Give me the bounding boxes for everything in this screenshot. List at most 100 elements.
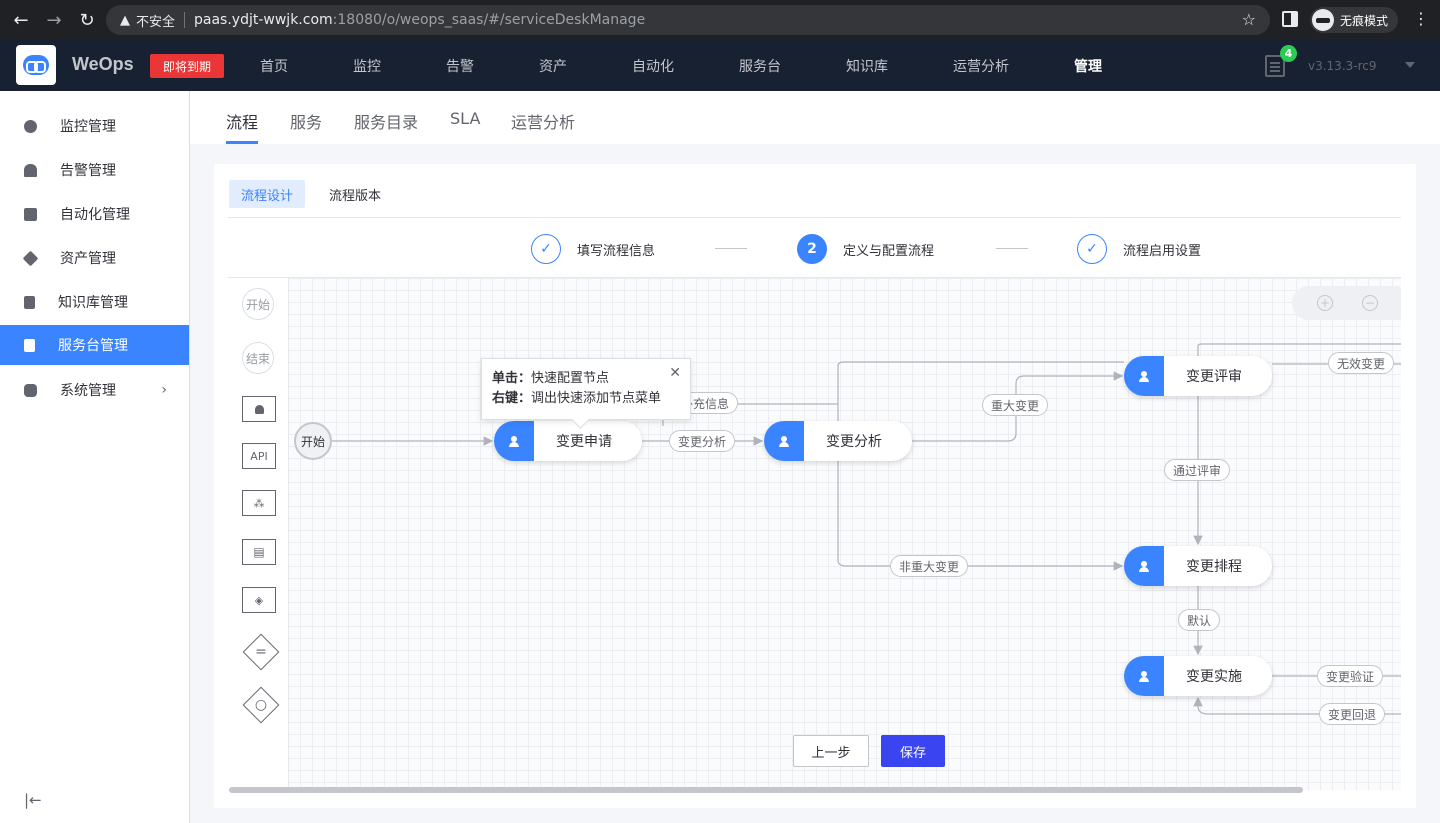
collapse-sidebar-icon[interactable]: |← bbox=[24, 791, 42, 809]
tab-sla[interactable]: SLA bbox=[450, 109, 481, 128]
forward-icon[interactable]: → bbox=[46, 9, 62, 31]
tab-operation-analysis[interactable]: 运营分析 bbox=[511, 113, 576, 132]
sidebar-item-knowledge[interactable]: 知识库管理 bbox=[0, 282, 189, 322]
edge-label-rollback[interactable]: 变更回退 bbox=[1319, 703, 1386, 725]
edge-label-default[interactable]: 默认 bbox=[1178, 609, 1221, 631]
edge-label-major-change[interactable]: 重大变更 bbox=[982, 394, 1049, 416]
palette-condition-gateway[interactable]: ○ bbox=[242, 686, 280, 724]
nav-item-automation[interactable]: 自动化 bbox=[632, 59, 674, 75]
nav-item-home[interactable]: 首页 bbox=[260, 59, 288, 75]
flow-node-change-implement[interactable]: 变更实施 bbox=[1124, 656, 1272, 696]
node-label: 变更排程 bbox=[1186, 559, 1242, 575]
hexagon-icon bbox=[24, 383, 37, 397]
palette-start-node[interactable]: 开始 bbox=[242, 288, 274, 320]
nav-item-service-desk[interactable]: 服务台 bbox=[739, 59, 781, 75]
subtab-flow-design[interactable]: 流程设计 bbox=[229, 180, 306, 208]
palette-form-task[interactable]: ▤ bbox=[242, 539, 276, 565]
bookmark-star-icon[interactable]: ☆ bbox=[1241, 10, 1256, 29]
incognito-label: 无痕模式 bbox=[1340, 13, 1389, 28]
tab-flow[interactable]: 流程 bbox=[226, 113, 259, 132]
sidebar-item-automation[interactable]: 自动化管理 bbox=[0, 194, 189, 234]
flow-node-change-schedule[interactable]: 变更排程 bbox=[1124, 546, 1272, 586]
edge-label-verify[interactable]: 变更验证 bbox=[1317, 665, 1384, 687]
active-tab-indicator bbox=[226, 141, 258, 144]
sidebar-item-label: 服务台管理 bbox=[58, 338, 128, 354]
step-connector bbox=[996, 248, 1028, 249]
palette-end-node[interactable]: 结束 bbox=[242, 342, 274, 374]
reload-icon[interactable]: ↻ bbox=[79, 9, 95, 31]
user-icon bbox=[1124, 656, 1164, 696]
notification-icon[interactable] bbox=[1265, 55, 1285, 77]
sidebar-item-assets[interactable]: 资产管理 bbox=[0, 238, 189, 278]
tab-service[interactable]: 服务 bbox=[290, 113, 323, 132]
node-label: 变更申请 bbox=[556, 434, 612, 450]
palette-sign-task[interactable]: ◈ bbox=[242, 587, 276, 613]
flow-start-node[interactable]: 开始 bbox=[294, 422, 332, 460]
step-connector bbox=[715, 248, 747, 249]
nav-item-assets[interactable]: 资产 bbox=[539, 59, 567, 75]
zoom-out-icon[interactable]: − bbox=[1362, 295, 1378, 311]
subtab-flow-version[interactable]: 流程版本 bbox=[329, 188, 382, 204]
sidebar-item-service-desk[interactable]: 服务台管理 bbox=[0, 325, 189, 365]
palette-api-task[interactable]: API bbox=[242, 443, 276, 469]
node-tooltip: 单击：快速配置节点 右键：调出快速添加节点菜单 ✕ bbox=[481, 358, 691, 420]
edge-label-review-passed[interactable]: 通过评审 bbox=[1164, 459, 1231, 481]
palette-parallel-gateway[interactable]: = bbox=[242, 633, 280, 671]
prev-step-button[interactable]: 上一步 bbox=[793, 735, 869, 767]
brand-name: WeOps bbox=[72, 54, 134, 74]
clipboard-icon bbox=[24, 338, 35, 352]
briefcase-icon bbox=[24, 207, 37, 221]
layers-icon bbox=[22, 250, 39, 266]
node-palette: 开始 结束 API ⁂ ▤ ◈ = ○ bbox=[228, 278, 289, 790]
incognito-indicator[interactable]: 无痕模式 bbox=[1310, 7, 1399, 33]
palette-group-task[interactable]: ⁂ bbox=[242, 490, 276, 516]
browser-menu-icon[interactable]: ⋮ bbox=[1413, 9, 1429, 28]
node-label: 变更评审 bbox=[1186, 369, 1242, 385]
tooltip-line-click: 单击：快速配置节点 bbox=[492, 371, 610, 386]
sidebar: 监控管理 告警管理 自动化管理 资产管理 知识库管理 服务台管理 系统管理 › … bbox=[0, 91, 190, 823]
flow-canvas[interactable]: 开始 结束 API ⁂ ▤ ◈ = ○ + − 开始 变更申请 变更分析 变更评… bbox=[228, 277, 1401, 790]
close-icon[interactable]: ✕ bbox=[669, 365, 681, 381]
top-navigation: WeOps 即将到期 首页 监控 告警 资产 自动化 服务台 知识库 运营分析 … bbox=[0, 40, 1440, 91]
version-label[interactable]: v3.13.3-rc9 bbox=[1308, 59, 1377, 73]
tooltip-line-rightclick: 右键：调出快速添加节点菜单 bbox=[492, 391, 662, 406]
nav-item-knowledge[interactable]: 知识库 bbox=[846, 59, 888, 75]
app-logo[interactable] bbox=[16, 45, 56, 85]
sidebar-item-alarm[interactable]: 告警管理 bbox=[0, 150, 189, 190]
side-panel-icon[interactable] bbox=[1282, 11, 1298, 27]
step-label: 定义与配置流程 bbox=[843, 243, 935, 259]
save-button[interactable]: 保存 bbox=[881, 735, 945, 767]
nav-item-manage[interactable]: 管理 bbox=[1074, 59, 1102, 75]
chevron-down-icon[interactable] bbox=[1405, 62, 1415, 68]
cluster-icon: ⁂ bbox=[253, 496, 265, 510]
edge-label-invalid-change[interactable]: 无效变更 bbox=[1328, 352, 1395, 374]
user-icon bbox=[1124, 546, 1164, 586]
flow-node-change-request[interactable]: 变更申请 bbox=[494, 421, 642, 461]
sidebar-item-label: 资产管理 bbox=[60, 251, 116, 267]
step-fill-info: ✓ 填写流程信息 bbox=[531, 234, 655, 264]
nav-item-analysis[interactable]: 运营分析 bbox=[953, 59, 1009, 75]
edge-label-analysis[interactable]: 变更分析 bbox=[669, 430, 736, 452]
flow-edges bbox=[332, 343, 1401, 715]
divider bbox=[228, 217, 1401, 218]
sidebar-item-system[interactable]: 系统管理 › bbox=[0, 370, 189, 410]
nav-item-monitor[interactable]: 监控 bbox=[353, 59, 381, 75]
tab-service-catalog[interactable]: 服务目录 bbox=[354, 113, 419, 132]
palette-user-task[interactable] bbox=[242, 396, 276, 422]
sidebar-item-monitor[interactable]: 监控管理 bbox=[0, 106, 189, 146]
flow-designer-card: 流程设计 流程版本 ✓ 填写流程信息 2 定义与配置流程 ✓ 流程启用设置 bbox=[214, 164, 1416, 808]
flow-node-change-analysis[interactable]: 变更分析 bbox=[764, 421, 912, 461]
address-bar[interactable]: ▲ 不安全 paas.ydjt-wwjk.com :18080/o/weops_… bbox=[106, 5, 1270, 35]
user-icon bbox=[494, 421, 534, 461]
equals-icon: = bbox=[255, 644, 267, 660]
zoom-in-icon[interactable]: + bbox=[1317, 295, 1333, 311]
step-label: 填写流程信息 bbox=[577, 243, 656, 259]
edge-label-minor-change[interactable]: 非重大变更 bbox=[890, 555, 969, 577]
zoom-controls: + − bbox=[1292, 286, 1401, 320]
nav-item-alarm[interactable]: 告警 bbox=[446, 59, 474, 75]
expire-badge[interactable]: 即将到期 bbox=[150, 54, 224, 78]
horizontal-scrollbar[interactable] bbox=[229, 787, 1303, 793]
back-icon[interactable]: ← bbox=[13, 9, 29, 31]
flow-node-change-review[interactable]: 变更评审 bbox=[1124, 356, 1272, 396]
insecure-label: 不安全 bbox=[136, 14, 176, 30]
